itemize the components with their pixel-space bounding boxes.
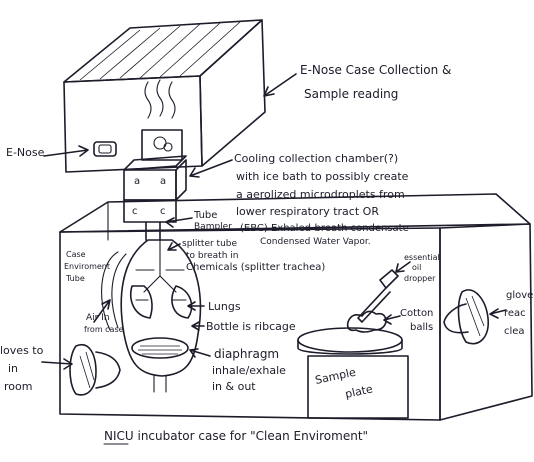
cotton-label-2: balls [410, 322, 433, 333]
gloves-left-label-3: room [4, 380, 32, 393]
lungs-arrow [187, 301, 205, 311]
sample-plate-label-2: plate [344, 382, 374, 401]
cooling-label-2: with ice bath to possibly create [236, 170, 409, 183]
case-env-label-3: Tube [65, 274, 85, 283]
svg-text:a: a [134, 176, 140, 187]
cooling-label-3: a aerolized microdroplets from [236, 188, 405, 201]
enose-case-label-2: Sample reading [304, 87, 398, 101]
gloves-right-label-1: gloves [506, 290, 534, 301]
diaphragm-label-1: diaphragm [214, 347, 279, 361]
splitter-label-2: to breath in [186, 251, 238, 261]
caption: NICU incubator case for "Clean Enviromen… [104, 429, 368, 443]
bottle-label: Bottle is ribcage [206, 320, 296, 333]
bottle-arrow [191, 321, 205, 331]
cooling-label-4: lower respiratory tract OR [236, 205, 379, 218]
sample-plate-label-1: Sample [314, 366, 357, 387]
essential-label-1: essential [404, 253, 440, 262]
enose-label: E-Nose [6, 146, 45, 159]
enose-case-arrow [263, 73, 297, 97]
essential-label-3: dropper [404, 274, 436, 283]
enose-case-box [63, 19, 266, 173]
cooling-chamber: a a c c [123, 155, 187, 223]
case-environment-tube [101, 251, 127, 331]
right-glove-arrow [489, 308, 507, 319]
cotton-arrow [383, 314, 401, 325]
gloves-left-label-2: in [8, 362, 18, 375]
air-in-label-2: from case [84, 325, 124, 334]
condensed-label: Condensed Water Vapor. [260, 237, 371, 247]
tube-sampler-label-1: Tube [193, 210, 217, 221]
essential-oil-dropper [357, 269, 399, 323]
cooling-arrow [189, 159, 233, 178]
cooling-label-1: Cooling collection chamber(?) [234, 152, 398, 165]
left-glove-port [69, 343, 121, 396]
lungs-label: Lungs [208, 300, 241, 313]
svg-text:c: c [160, 206, 166, 217]
diaphragm-label-2: inhale/exhale [212, 364, 286, 377]
case-env-label-2: Enviroment [64, 262, 110, 271]
diaphragm-label-3: in & out [212, 380, 256, 393]
splitter-arrow [167, 242, 181, 251]
gloves-right-label-2: reac [504, 308, 526, 319]
essential-label-2: oil [412, 263, 421, 272]
gloves-right-label-3: clea [504, 326, 525, 337]
cotton-label-1: Cotton [400, 308, 433, 319]
svg-text:c: c [132, 206, 138, 217]
right-glove-port [443, 289, 489, 345]
incubator-case [59, 193, 533, 421]
lung-bottle [120, 239, 202, 393]
gloves-left-label-1: loves to [0, 344, 44, 357]
air-in-label-1: Air In [86, 313, 110, 323]
dropper-arrow [395, 261, 411, 273]
ebc-label: (EBC) Exhaled-breath condensate [240, 223, 409, 234]
enose-arrow [43, 145, 89, 157]
enose-case-label: E-Nose Case Collection & [300, 63, 451, 77]
sample-plate [297, 327, 409, 419]
left-glove-arrow [41, 358, 73, 370]
diaphragm-arrow [189, 348, 211, 358]
tube-sampler-arrow [165, 217, 193, 228]
splitter-label-3: Chemicals (splitter trachea) [186, 262, 325, 273]
tube-sampler-label-2: Bampler [194, 222, 232, 232]
svg-text:a: a [160, 176, 166, 187]
air-in-arrow [93, 299, 111, 323]
splitter-label-1: splitter tube [182, 239, 238, 249]
case-env-label-1: Case [66, 250, 86, 259]
